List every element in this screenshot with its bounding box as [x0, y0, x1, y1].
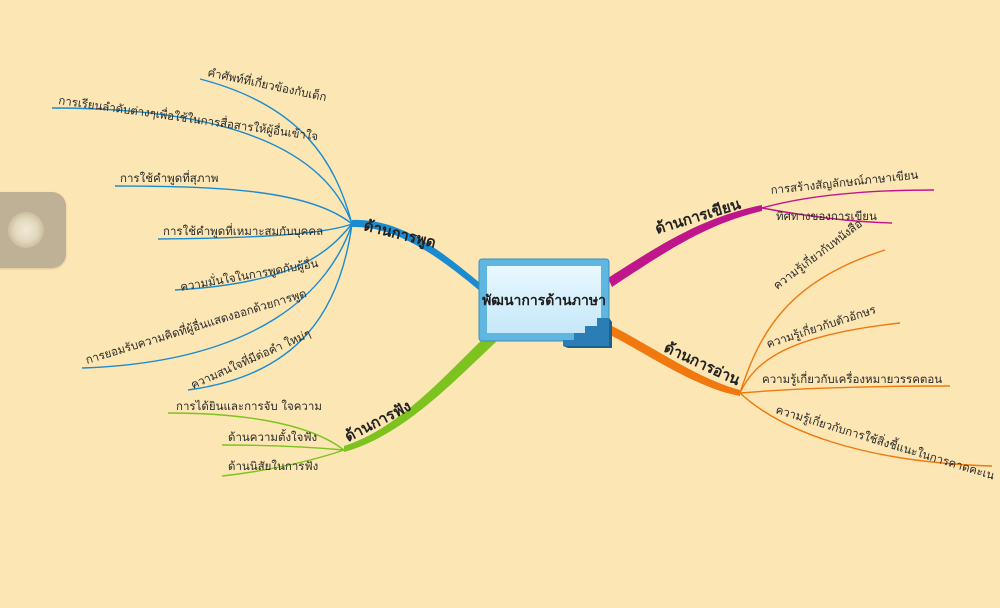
- leaf-listening-1[interactable]: การได้ยินและการจับ ใจความ: [176, 399, 322, 413]
- leaf-line-listening-3: [221, 449, 345, 477]
- leaf-line-speaking-6: [81, 223, 353, 369]
- leaf-line-writing-1: [761, 189, 935, 209]
- leaf-line-speaking-7: [187, 223, 353, 391]
- leaf-speaking-3[interactable]: การใช้คำพูดที่สุภาพ: [120, 170, 218, 185]
- leaf-listening-2[interactable]: ด้านความตั้งใจฟัง: [228, 429, 317, 444]
- central-topic[interactable]: พัฒนาการด้านภาษา: [478, 258, 612, 348]
- leaf-line-speaking-5: [174, 223, 353, 291]
- leaf-line-writing-2: [761, 207, 893, 224]
- leaf-speaking-1[interactable]: คำศัพท์ที่เกี่ยวข้องกับเด็ก: [206, 64, 328, 104]
- leaf-line-listening-1: [167, 412, 345, 451]
- leaf-speaking-2[interactable]: การเรียนลำดับต่างๆเพื่อใช้ในการสื่อสารให…: [58, 92, 320, 143]
- leaf-speaking-4[interactable]: การใช้คำพูดที่เหมาะสมกับบุคคล: [163, 223, 323, 238]
- leaf-reading-3[interactable]: ความรู้เกี่ยวกับเครื่องหมายวรรคตอน: [762, 371, 942, 386]
- leaf-writing-1[interactable]: การสร้างสัญลักษณ์ภาษาเขียน: [770, 168, 919, 197]
- central-screen: [487, 266, 601, 333]
- leaf-line-reading-1: [739, 249, 886, 394]
- leaf-line-listening-2: [221, 444, 345, 451]
- leaf-writing-2[interactable]: ทิศทางของการเขียน: [776, 209, 877, 223]
- leaf-line-speaking-2: [51, 107, 353, 225]
- leaf-line-reading-4: [739, 392, 993, 467]
- leaf-line-reading-2: [739, 322, 901, 394]
- branch-reading: ด้านการอ่าน ความรู้เกี่ยวกับหนังสือ ความ…: [606, 216, 997, 483]
- leaf-line-reading-3: [739, 385, 951, 394]
- central-label: พัฒนาการด้านภาษา: [482, 293, 606, 309]
- stairs-icon: [563, 318, 612, 348]
- branch-label-speaking[interactable]: ด้านการพูด: [362, 216, 438, 252]
- branch-speaking: ด้านการพูด คำศัพท์ที่เกี่ยวข้องกับเด็ก ก…: [51, 64, 480, 392]
- branch-listening: ด้านการฟัง การได้ยินและการจับ ใจความ ด้า…: [167, 336, 496, 477]
- leaf-line-speaking-3: [114, 185, 353, 225]
- handle-knob-icon: [8, 212, 44, 248]
- side-panel-handle[interactable]: [0, 192, 66, 268]
- leaf-listening-3[interactable]: ด้านนิสัยในการฟัง: [228, 459, 318, 473]
- leaf-speaking-7[interactable]: ความสนใจที่มีต่อคำ ใหม่ๆ: [188, 325, 313, 391]
- leaf-line-speaking-4: [157, 223, 353, 240]
- leaf-reading-2[interactable]: ความรู้เกี่ยวกับตัวอักษร: [764, 301, 877, 351]
- leaf-reading-4[interactable]: ความรู้เกี่ยวกับการใช้สิ่งชี้แนะในการคาด…: [774, 402, 997, 483]
- leaf-line-speaking-1: [199, 78, 353, 225]
- branch-writing: ด้านการเขียน การสร้างสัญลักษณ์ภาษาเขียน …: [608, 168, 935, 287]
